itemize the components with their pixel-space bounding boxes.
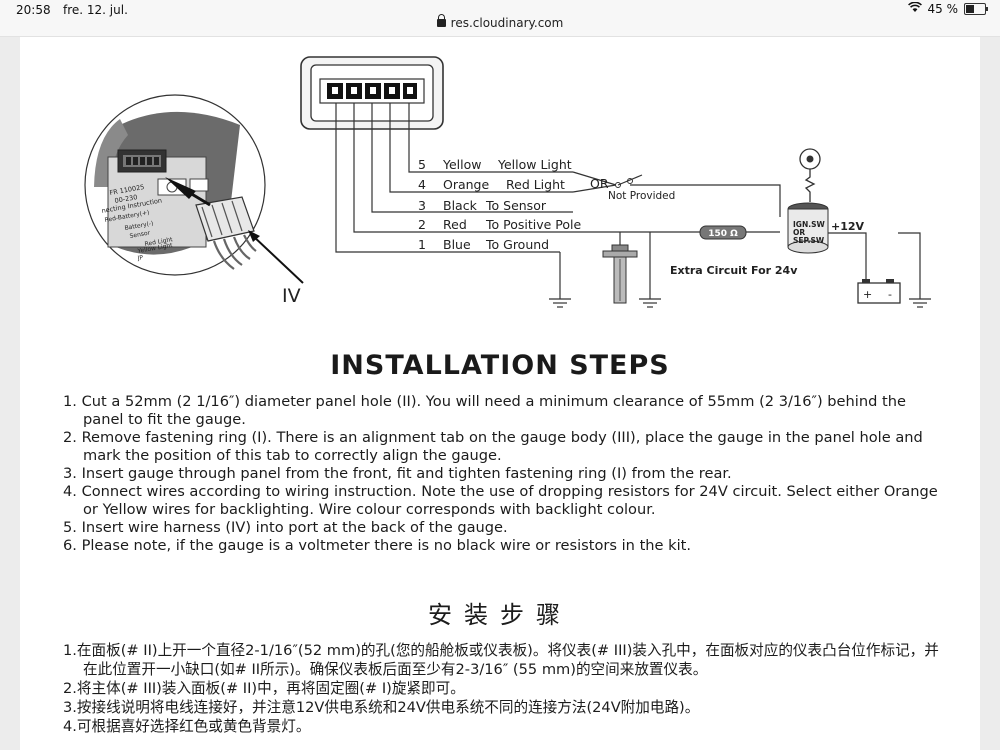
wire-1-color: Blue (443, 237, 471, 252)
callout-line (251, 234, 304, 284)
wire-2-num: 2 (418, 217, 426, 232)
step-zh-4: 4.可根据喜好选择红色或黄色背景灯。 (63, 718, 311, 735)
callout-label: IV (282, 285, 301, 307)
battery-symbol: + - (857, 279, 901, 304)
not-provided-label: Not Provided (608, 190, 675, 202)
callout-arrow-icon (248, 230, 260, 242)
step-2: 2. Remove fastening ring (I). There is a… (63, 429, 923, 464)
lock-icon (436, 14, 446, 27)
wire-1-desc: To Ground (485, 237, 549, 252)
label-line-5: Battery(-) (124, 220, 154, 232)
label-line-2: 00-230 (114, 193, 138, 205)
switch-label-3: SEP.SW (793, 236, 825, 245)
ground-symbols (549, 298, 931, 308)
installation-title: INSTALLATION STEPS (330, 350, 670, 381)
wire-3-desc: To Sensor (485, 198, 547, 213)
gauge-closeup: FR 110025 00-230 necting Instruction Red… (84, 94, 266, 276)
address-bar[interactable]: res.cloudinary.com (0, 14, 1000, 30)
wire-4-desc: Red Light (506, 177, 565, 192)
wiring-diagram: FR 110025 00-230 necting Instruction Red… (84, 56, 931, 308)
status-bar: 20:58 fre. 12. jul. res.cloudinary.com 4… (0, 0, 1000, 37)
page-margin-right (980, 37, 1000, 750)
wire-5-color: Yellow (442, 157, 481, 172)
installation-title-zh: 安装步骤 (428, 601, 572, 629)
ignition-switch: IGN.SW OR SEP.SW (787, 202, 829, 254)
resistor (699, 225, 747, 240)
wire-3-color: Black (443, 198, 478, 213)
wire-3-num: 3 (418, 198, 426, 213)
label-line-7: Red Light (144, 236, 174, 248)
switch-label-1: IGN.SW (793, 220, 825, 229)
battery-percent: 45 % (927, 2, 959, 16)
switch-lever (617, 174, 643, 186)
or-label: OR (590, 176, 609, 191)
step-1: 1. Cut a 52mm (2 1/16″) diameter panel h… (63, 393, 906, 428)
battery-level (966, 5, 975, 13)
step-4: 4. Connect wires according to wiring ins… (63, 483, 938, 518)
step-zh-1: 1.在面板(# II)上开一个直径2-1/16″(52 mm)的孔(您的船舱板或… (63, 642, 939, 678)
wire-5-desc: Yellow Light (497, 157, 572, 172)
battery-icon (964, 3, 988, 15)
page-margin-left (0, 37, 20, 750)
installation-steps: 1. Cut a 52mm (2 1/16″) diameter panel h… (63, 393, 943, 555)
resistor-label: 150 Ω (708, 229, 738, 239)
wire-4-num: 4 (418, 177, 426, 192)
wire-1-num: 1 (418, 237, 426, 252)
status-time: 20:58 (16, 3, 51, 17)
status-indicators: 45 % (907, 1, 988, 16)
wifi-icon (907, 1, 922, 16)
step-zh-3: 3.按接线说明将电线连接好，并注意12V供电系统和24V供电系统不同的连接方法(… (63, 699, 700, 716)
wire-2-color: Red (443, 217, 467, 232)
ignition-key-icon (799, 148, 821, 202)
battery-plus: + (863, 288, 872, 301)
status-date: fre. 12. jul. (63, 3, 128, 17)
wire-5-num: 5 (418, 157, 426, 172)
label-line-6: Sensor (129, 229, 151, 240)
step-3: 3. Insert gauge through panel from the f… (63, 465, 732, 482)
step-6: 6. Please note, if the gauge is a voltme… (63, 537, 692, 554)
battery-minus: - (888, 288, 892, 301)
extra-circuit-label: Extra Circuit For 24v (670, 264, 798, 277)
switch-label-2: OR (793, 228, 805, 237)
step-zh-2: 2.将主体(# III)装入面板(# II)中，再将固定圈(# I)旋紧即可。 (63, 680, 465, 697)
document-page[interactable]: FR 110025 00-230 necting Instruction Red… (20, 37, 980, 750)
installation-steps-zh: 1.在面板(# II)上开一个直径2-1/16″(52 mm)的孔(您的船舱板或… (63, 641, 943, 736)
url-text: res.cloudinary.com (450, 16, 564, 30)
wire-2-desc: To Positive Pole (485, 217, 582, 232)
wire-lines (335, 103, 921, 299)
voltage-label: +12V (831, 220, 865, 233)
wire-4-color: Orange (443, 177, 489, 192)
sensor-icon (602, 244, 638, 304)
step-5: 5. Insert wire harness (IV) into port at… (63, 519, 508, 536)
label-line-9: JP (136, 254, 144, 262)
